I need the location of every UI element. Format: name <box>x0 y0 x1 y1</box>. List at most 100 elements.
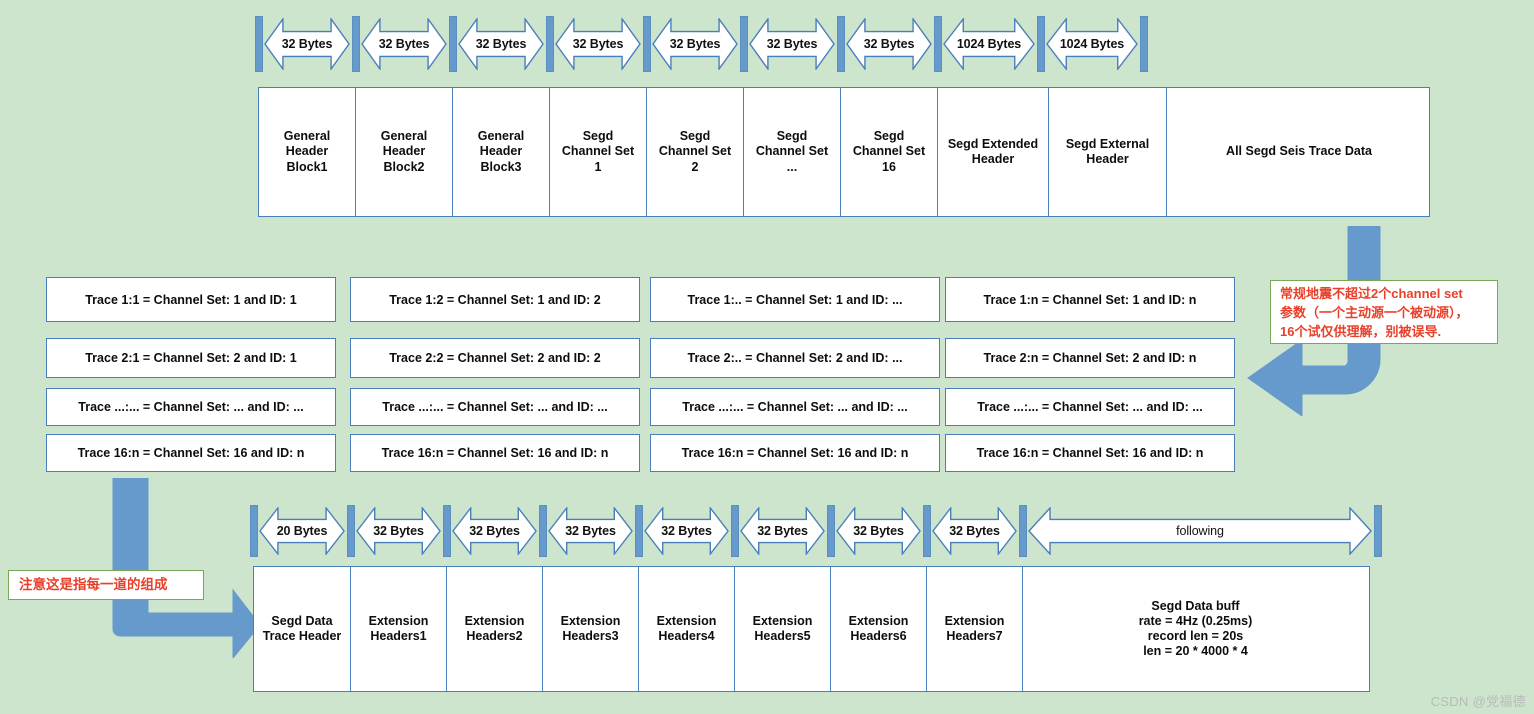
block-label: Segd External Header <box>1065 136 1150 166</box>
dimension-label: 1024 Bytes <box>1059 37 1125 51</box>
trace-label: Trace ...:... = Channel Set: ... and ID:… <box>682 400 908 414</box>
trace-cell: Trace 16:n = Channel Set: 16 and ID: n <box>945 434 1235 472</box>
bottom-block-1: Segd Data Trace Header <box>254 567 351 691</box>
dimension-arrow: 32 Bytes <box>740 507 825 555</box>
trace-cell: Trace 2:1 = Channel Set: 2 and ID: 1 <box>46 338 336 378</box>
top-block-5: Segd Channel Set 2 <box>647 88 744 216</box>
trace-cell: Trace 2:n = Channel Set: 2 and ID: n <box>945 338 1235 378</box>
dimension-tick <box>635 505 643 557</box>
dimension-label: 32 Bytes <box>469 524 520 538</box>
trace-cell: Trace 16:n = Channel Set: 16 and ID: n <box>350 434 640 472</box>
dimension-label: 32 Bytes <box>949 524 1000 538</box>
top-block-strip: General Header Block1 General Header Bloc… <box>258 87 1430 217</box>
dimension-tick <box>934 16 942 72</box>
block-label: Extension Headers1 <box>368 613 429 643</box>
dimension-label: 32 Bytes <box>853 524 904 538</box>
dimension-label: 1024 Bytes <box>956 37 1022 51</box>
dimension-arrow: 1024 Bytes <box>943 18 1035 70</box>
dimension-tick <box>255 16 263 72</box>
bottom-block-5: Extension Headers4 <box>639 567 735 691</box>
trace-composition-connector-arrow <box>100 478 260 658</box>
trace-label: Trace ...:... = Channel Set: ... and ID:… <box>78 400 304 414</box>
bottom-block-3: Extension Headers2 <box>447 567 543 691</box>
note-channel-set: 常规地震不超过2个channel set 参数（一个主动源一个被动源）， 16个… <box>1270 280 1498 344</box>
dimension-tick <box>250 505 258 557</box>
dimension-arrow: 32 Bytes <box>452 507 537 555</box>
block-label: Extension Headers7 <box>944 613 1005 643</box>
top-block-7: Segd Channel Set 16 <box>841 88 938 216</box>
top-block-6: Segd Channel Set ... <box>744 88 841 216</box>
dimension-arrow: 32 Bytes <box>264 18 350 70</box>
block-label: General Header Block1 <box>283 129 331 174</box>
dimension-label: 32 Bytes <box>373 524 424 538</box>
dimension-label: 32 Bytes <box>378 37 430 51</box>
dimension-label: following <box>1176 524 1224 538</box>
trace-label: Trace 1:1 = Channel Set: 1 and ID: 1 <box>85 292 297 307</box>
dimension-tick <box>1037 16 1045 72</box>
dimension-tick <box>539 505 547 557</box>
dimension-arrow: 32 Bytes <box>932 507 1017 555</box>
trace-label: Trace 2:1 = Channel Set: 2 and ID: 1 <box>85 351 297 365</box>
trace-cell: Trace 1:.. = Channel Set: 1 and ID: ... <box>650 277 940 322</box>
csdn-watermark: CSDN @党福德 <box>1430 694 1526 709</box>
block-label: Segd Data Trace Header <box>262 613 342 643</box>
trace-cell: Trace 1:1 = Channel Set: 1 and ID: 1 <box>46 277 336 322</box>
top-block-1: General Header Block1 <box>259 88 356 216</box>
trace-label: Trace 2:2 = Channel Set: 2 and ID: 2 <box>389 351 601 365</box>
trace-cell: Trace 1:2 = Channel Set: 1 and ID: 2 <box>350 277 640 322</box>
block-label: Extension Headers6 <box>848 613 909 643</box>
bottom-block-9: Segd Data buff rate = 4Hz (0.25ms) recor… <box>1023 567 1368 691</box>
dimension-tick <box>643 16 651 72</box>
block-label: Extension Headers3 <box>560 613 621 643</box>
dimension-label: 32 Bytes <box>863 37 915 51</box>
block-label: Segd Channel Set 2 <box>658 129 732 174</box>
dimension-tick <box>347 505 355 557</box>
dimension-tick <box>449 16 457 72</box>
dimension-arrow: 20 Bytes <box>259 507 345 555</box>
bottom-block-2: Extension Headers1 <box>351 567 447 691</box>
dimension-tick <box>352 16 360 72</box>
trace-cell: Trace ...:... = Channel Set: ... and ID:… <box>945 388 1235 426</box>
dimension-tick <box>443 505 451 557</box>
block-label: Extension Headers2 <box>464 613 525 643</box>
trace-cell: Trace ...:... = Channel Set: ... and ID:… <box>650 388 940 426</box>
trace-label: Trace 1:n = Channel Set: 1 and ID: n <box>983 292 1197 307</box>
block-label: Segd Channel Set 1 <box>561 129 635 174</box>
trace-label: Trace 16:n = Channel Set: 16 and ID: n <box>77 446 305 460</box>
block-label: Segd Channel Set 16 <box>852 129 926 174</box>
trace-label: Trace 2:n = Channel Set: 2 and ID: n <box>983 351 1197 365</box>
dimension-arrow: 32 Bytes <box>652 18 738 70</box>
trace-cell: Trace 1:n = Channel Set: 1 and ID: n <box>945 277 1235 322</box>
dimension-tick <box>731 505 739 557</box>
dimension-label: 32 Bytes <box>475 37 527 51</box>
dimension-arrow: 32 Bytes <box>836 507 921 555</box>
dimension-label: 32 Bytes <box>757 524 808 538</box>
bottom-dimension-row: 20 Bytes 32 Bytes 32 Bytes 32 Bytes 32 Bytes… <box>250 505 1382 557</box>
dimension-tick <box>1374 505 1382 557</box>
dimension-arrow: 32 Bytes <box>555 18 641 70</box>
block-label: General Header Block2 <box>380 129 428 174</box>
dimension-arrow: 32 Bytes <box>356 507 441 555</box>
trace-data-connector-arrow <box>1244 226 1396 416</box>
block-label: Segd Data buff rate = 4Hz (0.25ms) recor… <box>1138 598 1253 659</box>
note-trace-composition: 注意这是指每一道的组成 <box>8 570 204 600</box>
trace-cell: Trace 2:.. = Channel Set: 2 and ID: ... <box>650 338 940 378</box>
dimension-tick <box>1019 505 1027 557</box>
trace-label: Trace ...:... = Channel Set: ... and ID:… <box>382 400 608 414</box>
trace-label: Trace ...:... = Channel Set: ... and ID:… <box>977 400 1203 414</box>
dimension-label: 32 Bytes <box>766 37 818 51</box>
trace-label: Trace 16:n = Channel Set: 16 and ID: n <box>681 446 909 460</box>
block-label: All Segd Seis Trace Data <box>1226 144 1372 159</box>
dimension-label: 32 Bytes <box>281 37 333 51</box>
dimension-label: 32 Bytes <box>572 37 624 51</box>
dimension-tick <box>1140 16 1148 72</box>
dimension-tick <box>546 16 554 72</box>
block-label: Extension Headers4 <box>656 613 717 643</box>
dimension-tick <box>827 505 835 557</box>
trace-label: Trace 1:.. = Channel Set: 1 and ID: ... <box>687 292 903 307</box>
top-block-8: Segd Extended Header <box>938 88 1049 216</box>
dimension-arrow: 1024 Bytes <box>1046 18 1138 70</box>
top-block-2: General Header Block2 <box>356 88 453 216</box>
block-label: Segd Channel Set ... <box>755 129 829 174</box>
